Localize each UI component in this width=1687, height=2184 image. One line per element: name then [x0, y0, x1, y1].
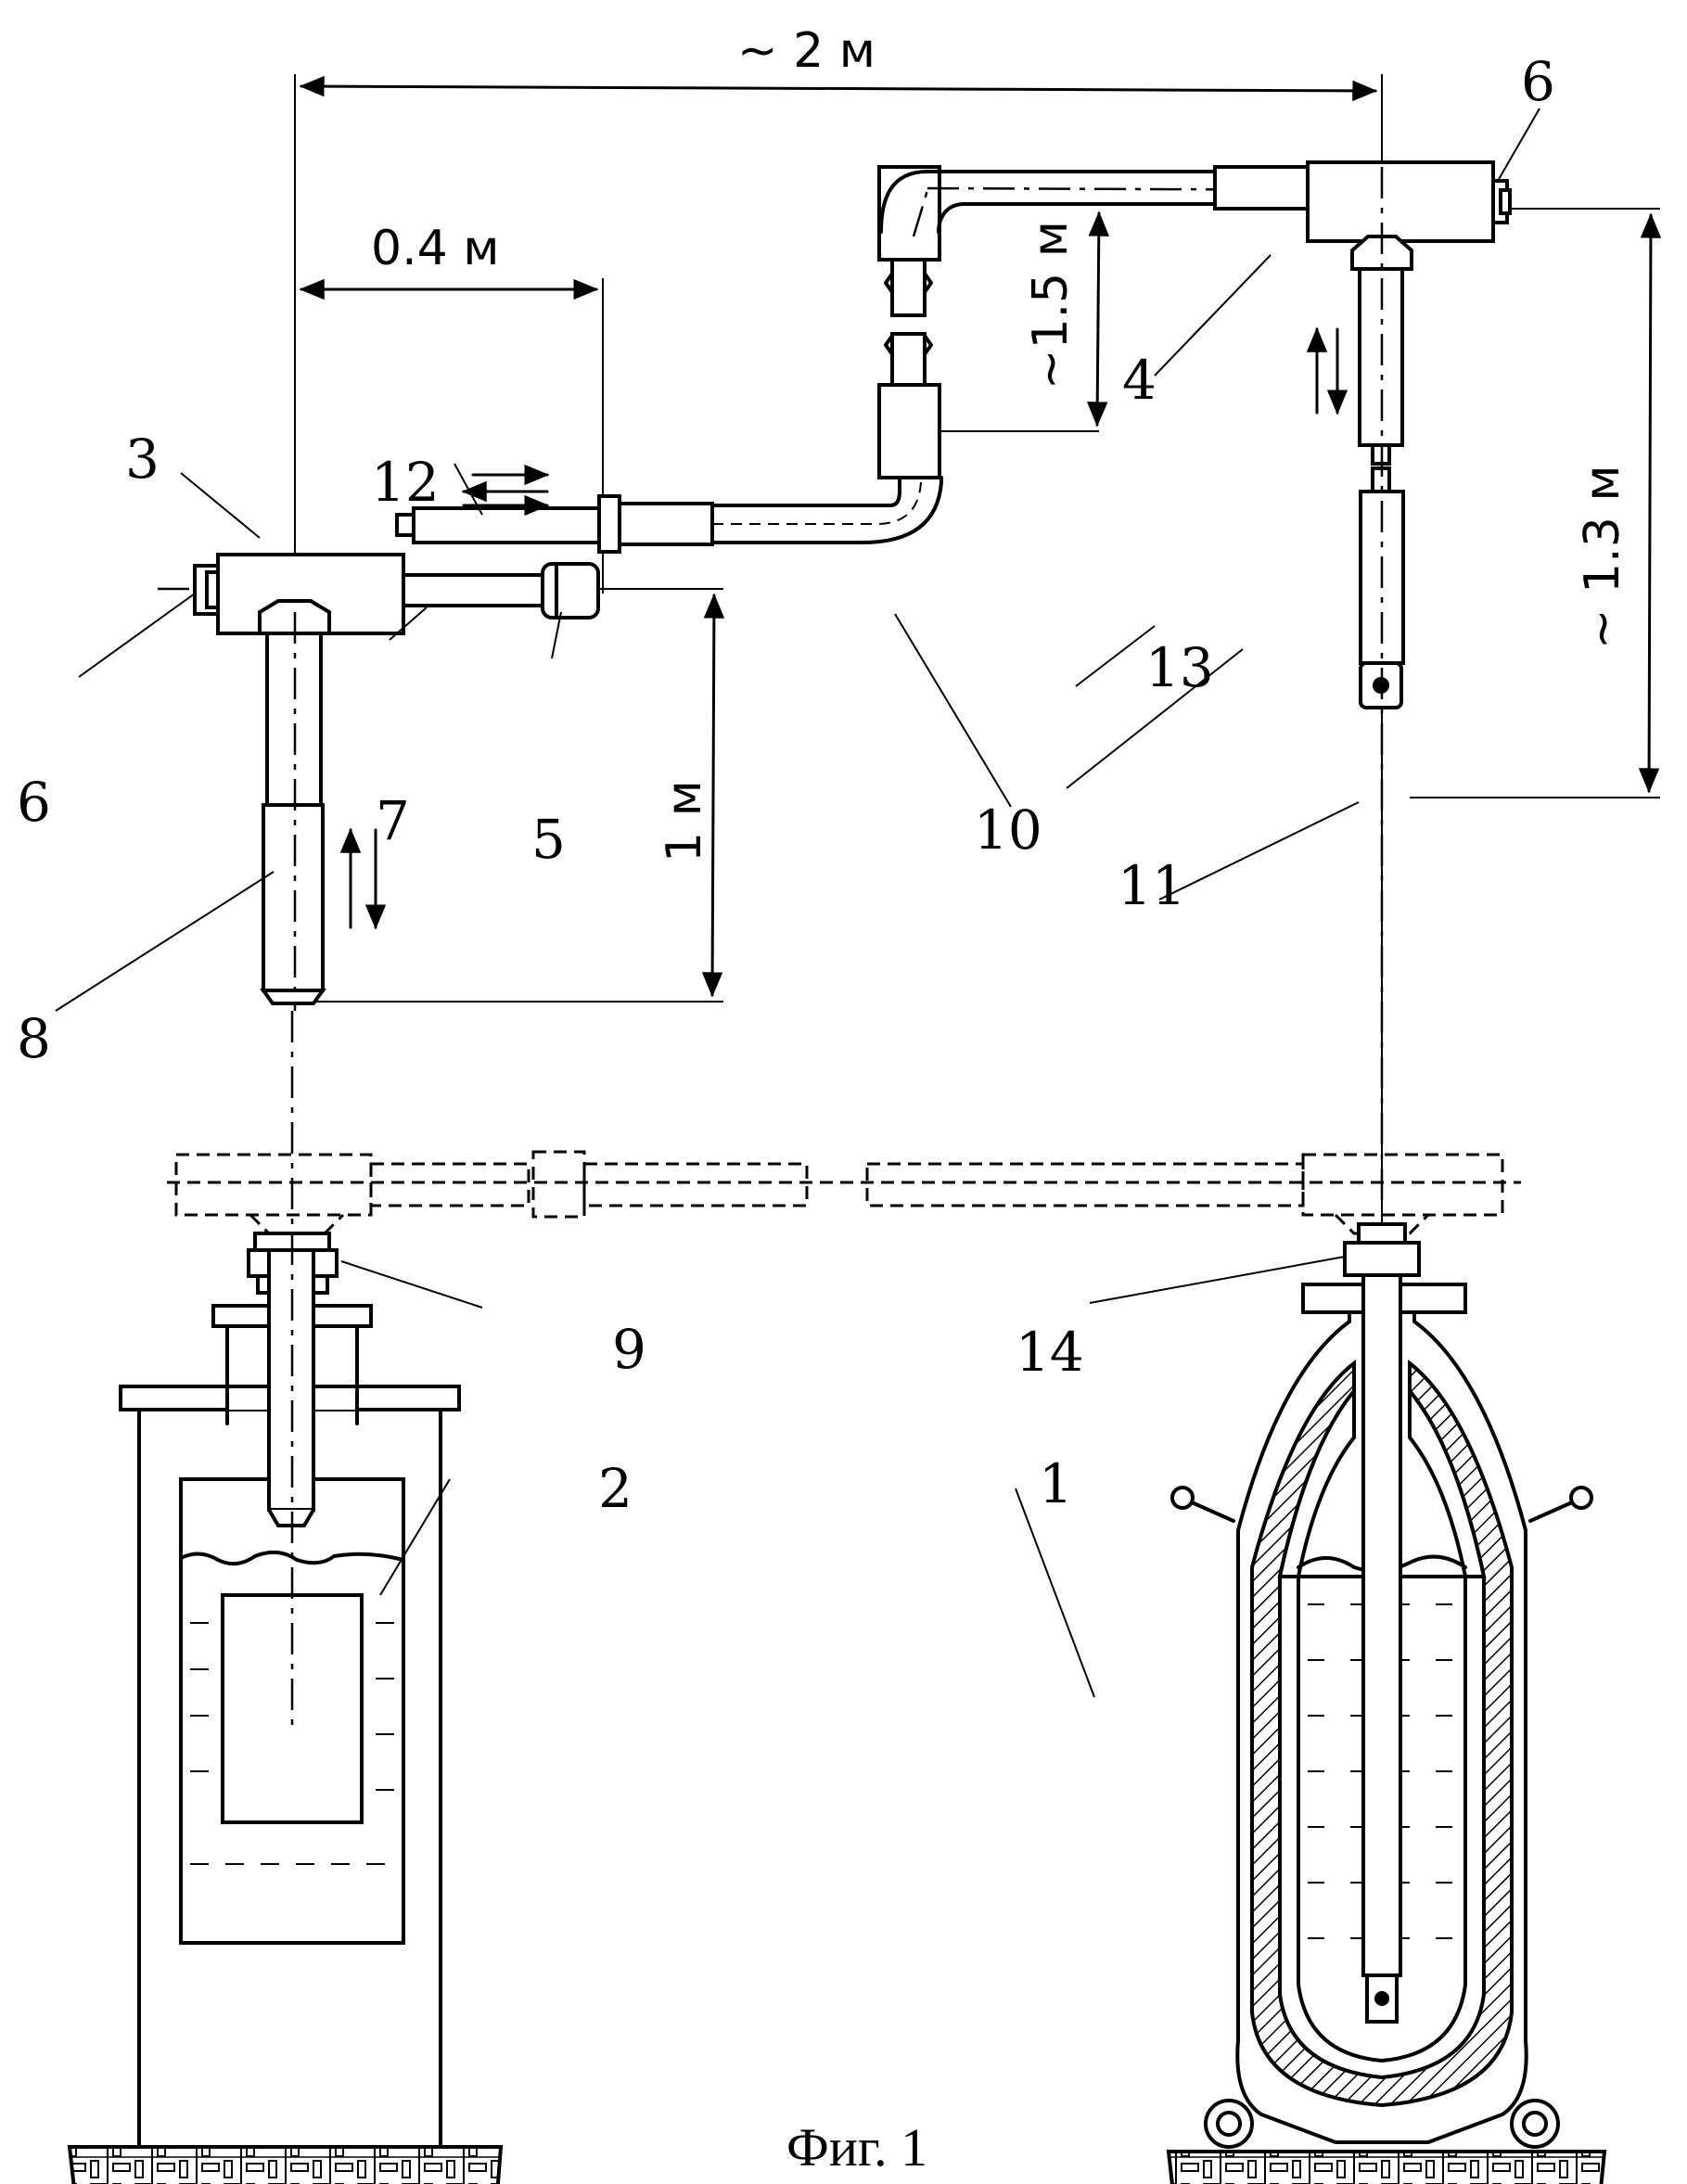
label-11: 11	[1118, 854, 1186, 917]
dimension-text: ~ 2 м	[737, 23, 875, 79]
right-tee-assembly	[1306, 160, 1512, 1206]
label-5: 5	[531, 808, 566, 871]
dimension-text: 0.4 м	[371, 221, 499, 276]
dimension-left-height: 1 м	[306, 588, 725, 1003]
dimension-right-height: ~ 1.3 м	[1410, 208, 1662, 798]
label-2: 2	[598, 1457, 633, 1520]
label-4: 4	[1122, 349, 1157, 412]
rod-and-hose	[395, 165, 1383, 554]
reference-labels: 6 4 12 3 6 7 5 8 10 13 11 9 14 2 1	[17, 50, 1555, 1520]
label-13: 13	[1145, 636, 1214, 699]
leader-lines	[55, 108, 1540, 1698]
arm	[402, 573, 544, 607]
dimension-total-span: ~ 2 м	[294, 23, 1383, 1317]
tee-right	[1306, 160, 1495, 243]
label-3: 3	[125, 428, 160, 491]
label-7: 7	[376, 789, 410, 852]
label-1: 1	[1039, 1452, 1073, 1515]
dimension-hose-rise: ~1.5 м	[918, 211, 1110, 432]
label-14: 14	[1016, 1321, 1084, 1384]
dimension-arm-offset: 0.4 м	[299, 221, 604, 594]
dimension-text: ~ 1.3 м	[1575, 465, 1630, 649]
coupling	[541, 562, 600, 619]
label-10: 10	[974, 798, 1042, 862]
label-9: 9	[612, 1318, 646, 1381]
figure-caption: Фиг. 1	[786, 2117, 927, 2178]
left-vessel	[67, 1011, 504, 2184]
right-vessel	[1166, 1222, 1607, 2184]
left-tee-assembly	[158, 553, 603, 1011]
nut-right	[1343, 1241, 1421, 1277]
label-6-left: 6	[17, 771, 51, 834]
label-8: 8	[17, 1007, 51, 1070]
label-12: 12	[371, 451, 440, 514]
dimension-text: 1 м	[657, 780, 712, 862]
label-6-right: 6	[1521, 50, 1555, 113]
rod	[412, 506, 601, 544]
probe-left	[262, 803, 325, 992]
phantom-transfer-line	[167, 1150, 1521, 1235]
dimension-text: ~1.5 м	[1023, 221, 1079, 390]
